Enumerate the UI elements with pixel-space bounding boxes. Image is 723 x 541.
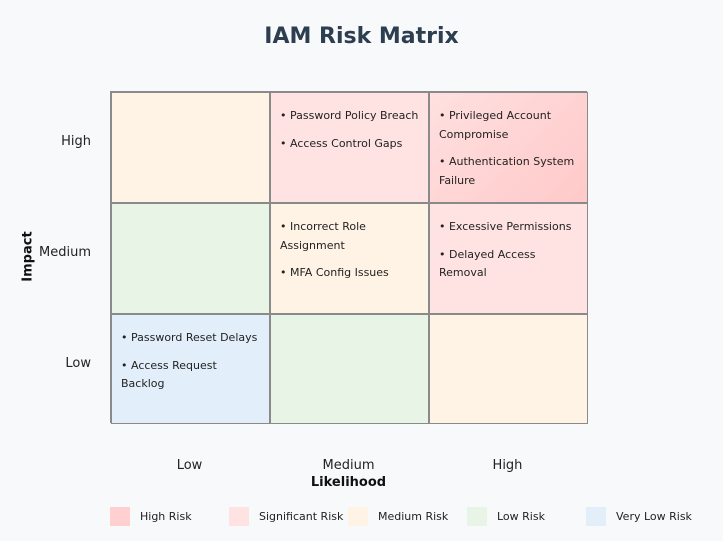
risk-item: • Access Request Backlog bbox=[121, 358, 217, 391]
risk-matrix-grid: • Password Policy Breach • Access Control… bbox=[110, 91, 588, 424]
x-label-high: High bbox=[492, 458, 523, 473]
x-axis-title: Likelihood bbox=[310, 475, 387, 490]
matrix-cell-low-low: • Password Reset Delays • Access Request … bbox=[111, 314, 270, 424]
y-label-medium: Medium bbox=[39, 245, 91, 260]
risk-item: • Excessive Permissions bbox=[439, 220, 572, 233]
legend-swatch bbox=[467, 507, 487, 526]
legend-label: Low Risk bbox=[497, 510, 545, 523]
legend-swatch bbox=[586, 507, 606, 526]
risk-item: • Password Reset Delays bbox=[121, 331, 258, 344]
y-label-low: Low bbox=[65, 356, 91, 371]
risk-item: • MFA Config Issues bbox=[280, 266, 389, 279]
matrix-cell-medium-high: • Excessive Permissions • Delayed Access … bbox=[429, 203, 588, 314]
risk-item: • Authentication System Failure bbox=[439, 155, 575, 187]
y-label-high: High bbox=[61, 134, 91, 149]
x-label-low: Low bbox=[176, 458, 203, 473]
x-label-medium: Medium bbox=[322, 458, 375, 473]
risk-item: • Privileged Account Compromise bbox=[439, 109, 552, 141]
risk-item: • Password Policy Breach bbox=[280, 109, 419, 122]
legend-swatch bbox=[348, 507, 368, 526]
risk-item: • Incorrect Role Assignment bbox=[280, 220, 366, 252]
matrix-cell-medium-medium: • Incorrect Role Assignment • MFA Config … bbox=[270, 203, 429, 314]
matrix-cell-high-low bbox=[111, 92, 270, 203]
legend-swatch bbox=[110, 507, 130, 526]
legend-label: High Risk bbox=[140, 510, 192, 523]
risk-item: • Delayed Access Removal bbox=[439, 247, 536, 280]
legend-label: Very Low Risk bbox=[616, 510, 692, 523]
matrix-cell-medium-low bbox=[111, 203, 270, 314]
legend-label: Significant Risk bbox=[259, 510, 344, 523]
matrix-cell-high-medium: • Password Policy Breach • Access Control… bbox=[270, 92, 429, 203]
legend-swatch bbox=[229, 507, 249, 526]
legend-label: Medium Risk bbox=[378, 510, 449, 523]
matrix-cell-high-high: • Privileged Account Compromise • Authent… bbox=[429, 92, 588, 203]
matrix-cell-low-medium bbox=[270, 314, 429, 424]
risk-item: • Access Control Gaps bbox=[280, 136, 403, 150]
page-title: IAM Risk Matrix bbox=[264, 24, 459, 49]
matrix-cell-low-high bbox=[429, 314, 588, 424]
